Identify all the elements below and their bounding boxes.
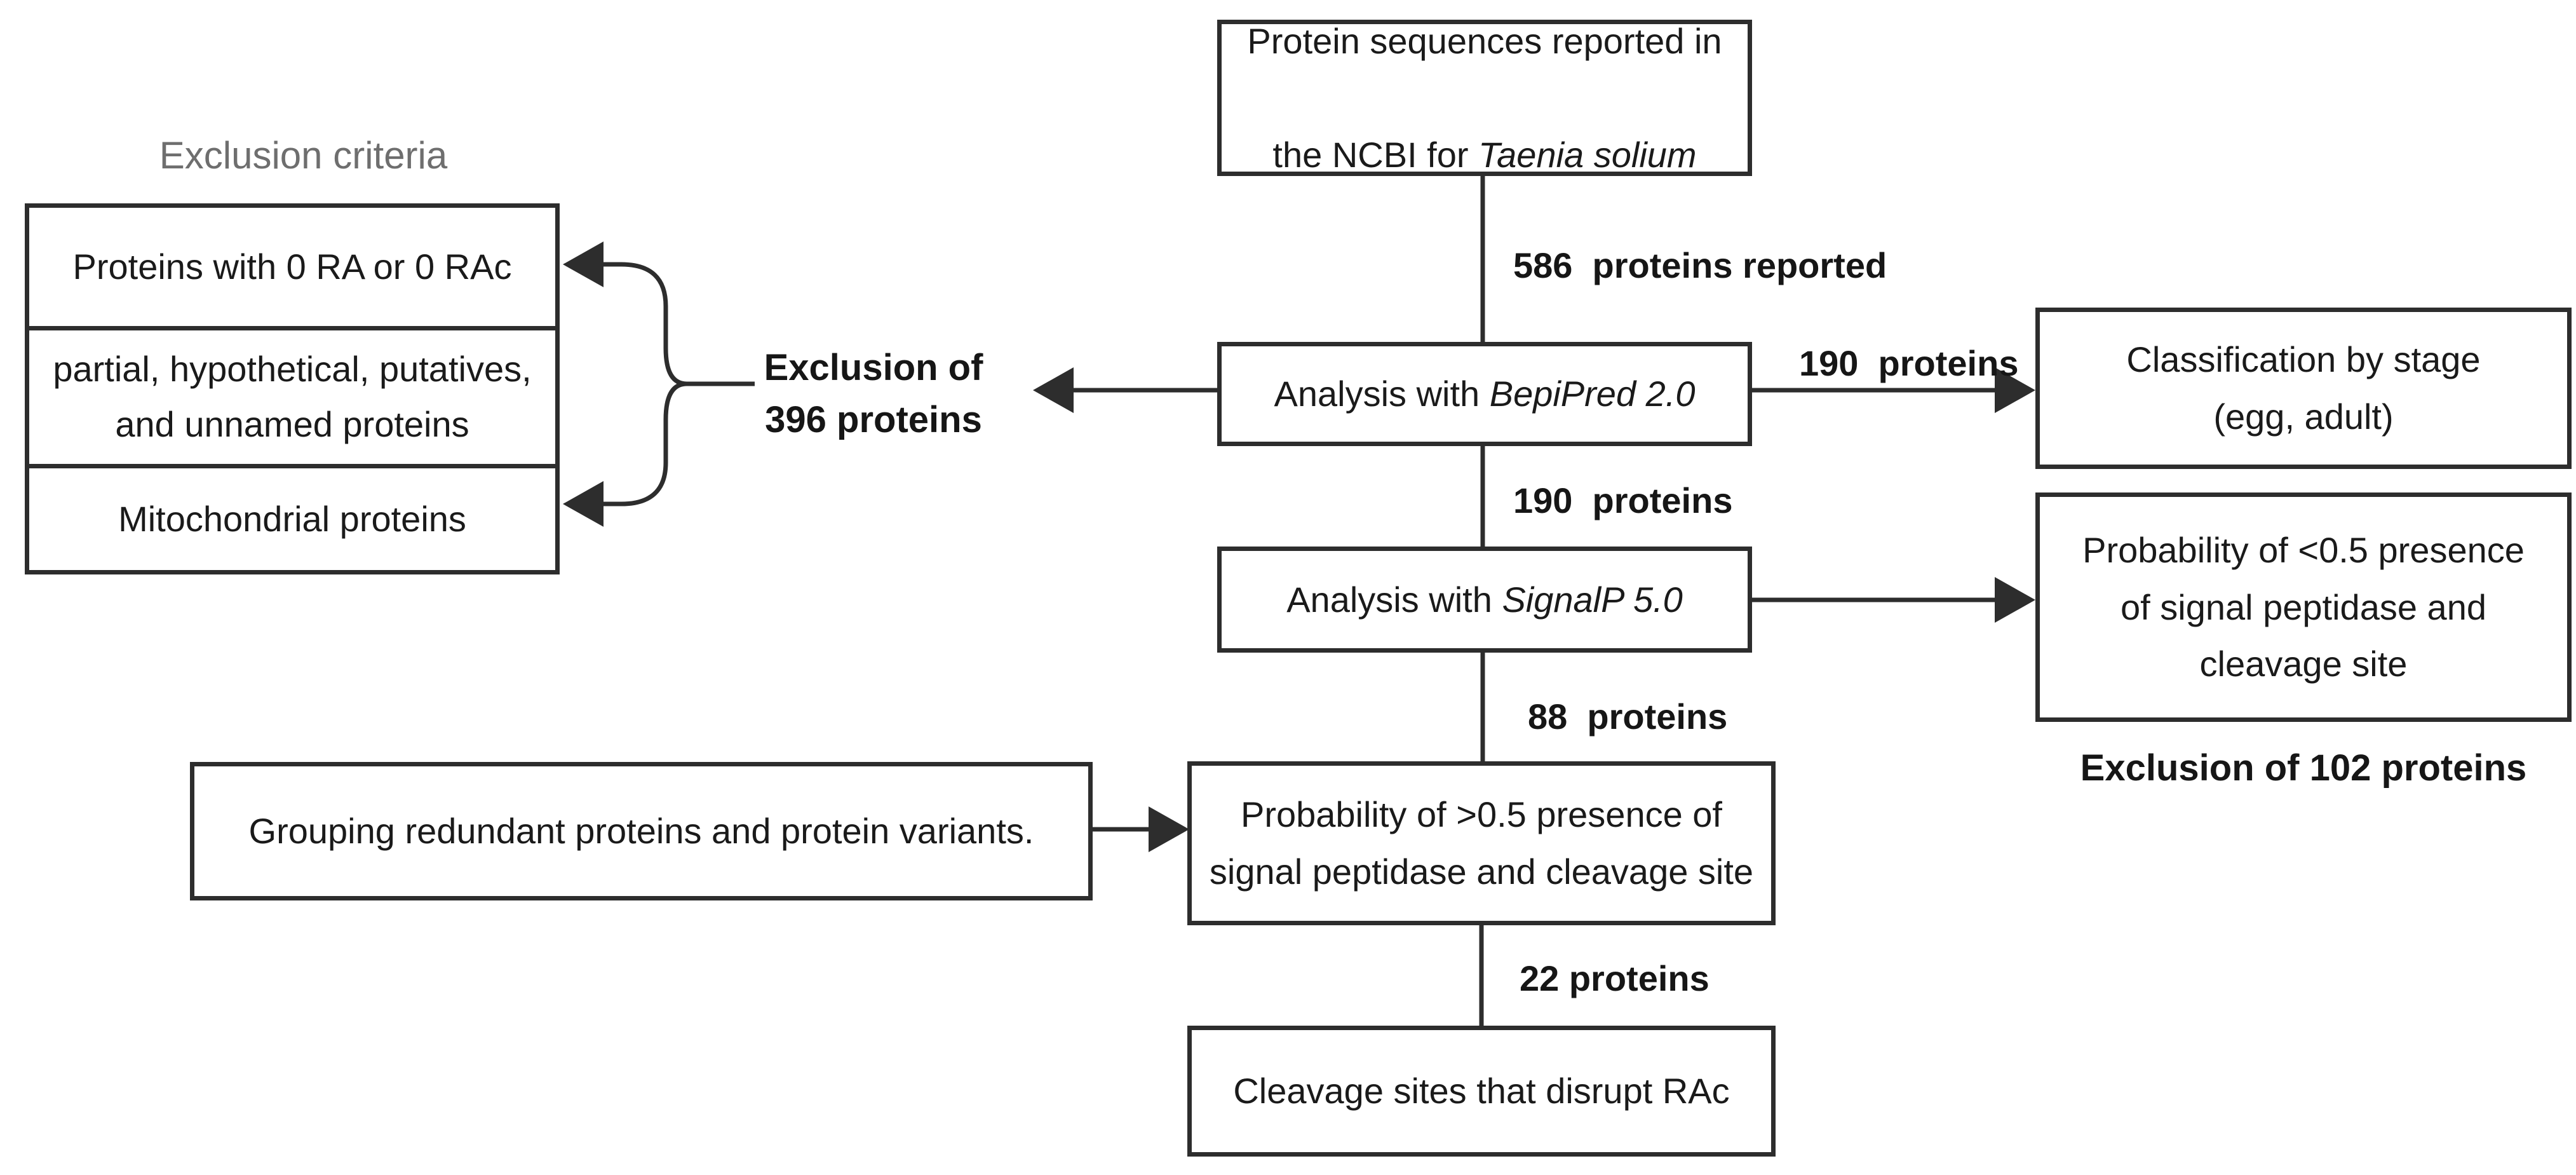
flow-box-classification: Classification by stage (egg, adult)	[2035, 308, 2572, 469]
exclusion-102-label: Exclusion of 102 proteins	[2080, 747, 2527, 789]
flow-box-prob-low-text: Probability of <0.5 presence of signal p…	[2082, 530, 2525, 684]
arrowhead-left-icon	[563, 481, 604, 527]
flow-box-ncbi-text: Protein sequences reported in the NCBI f…	[1247, 20, 1722, 175]
flow-box-prob-high-text: Probability of >0.5 presence of signal p…	[1209, 794, 1754, 892]
exclusion-396-label: Exclusion of 396 proteins	[764, 347, 983, 441]
exclusion-box-partial: partial, hypothetical, putatives, and un…	[29, 326, 555, 464]
edge-label-190-proteins-down: 190 proteins	[1513, 480, 1733, 520]
edge-label-190-proteins-right: 190 proteins	[1799, 343, 2019, 383]
exclusion-box-mitochondrial: Mitochondrial proteins	[29, 464, 555, 570]
flow-box-cleavage-text: Cleavage sites that disrupt RAc	[1233, 1071, 1730, 1111]
exclusion-box-zero-ra-text: Proteins with 0 RA or 0 RAc	[72, 246, 512, 287]
arrowhead-right-icon	[1995, 367, 2035, 413]
flow-box-bepipred: Analysis with BepiPred 2.0	[1217, 342, 1752, 446]
exclusion-criteria-stack: Proteins with 0 RA or 0 RAc partial, hyp…	[25, 203, 560, 574]
exclusion-box-zero-ra: Proteins with 0 RA or 0 RAc	[29, 208, 555, 326]
flow-box-classification-text: Classification by stage (egg, adult)	[2126, 339, 2481, 437]
brace-curve	[602, 262, 687, 506]
edge-label-22-proteins: 22 proteins	[1520, 958, 1709, 998]
exclusion-box-mitochondrial-text: Mitochondrial proteins	[118, 498, 466, 539]
flow-box-ncbi: Protein sequences reported in the NCBI f…	[1217, 20, 1752, 176]
flow-box-bepipred-text: Analysis with BepiPred 2.0	[1274, 374, 1696, 414]
arrowhead-right-icon	[1995, 577, 2035, 623]
edge-label-586-proteins: 586 proteins reported	[1513, 245, 1887, 285]
exclusion-box-partial-text: partial, hypothetical, putatives, and un…	[53, 349, 532, 444]
exclusion-criteria-title: Exclusion criteria	[159, 134, 448, 177]
flow-box-signalp-text: Analysis with SignalP 5.0	[1286, 579, 1683, 620]
flow-box-signalp: Analysis with SignalP 5.0	[1217, 547, 1752, 653]
flow-box-grouping: Grouping redundant proteins and protein …	[190, 762, 1093, 900]
flow-box-prob-high: Probability of >0.5 presence of signal p…	[1187, 761, 1776, 925]
flow-box-prob-low: Probability of <0.5 presence of signal p…	[2035, 492, 2572, 722]
arrowhead-right-icon	[1149, 806, 1189, 852]
arrowhead-left-icon	[1033, 367, 1074, 413]
edge-label-88-proteins: 88 proteins	[1528, 696, 1728, 737]
flow-box-cleavage: Cleavage sites that disrupt RAc	[1187, 1026, 1776, 1157]
flow-box-grouping-text: Grouping redundant proteins and protein …	[248, 811, 1034, 852]
arrowhead-left-icon	[563, 241, 604, 287]
